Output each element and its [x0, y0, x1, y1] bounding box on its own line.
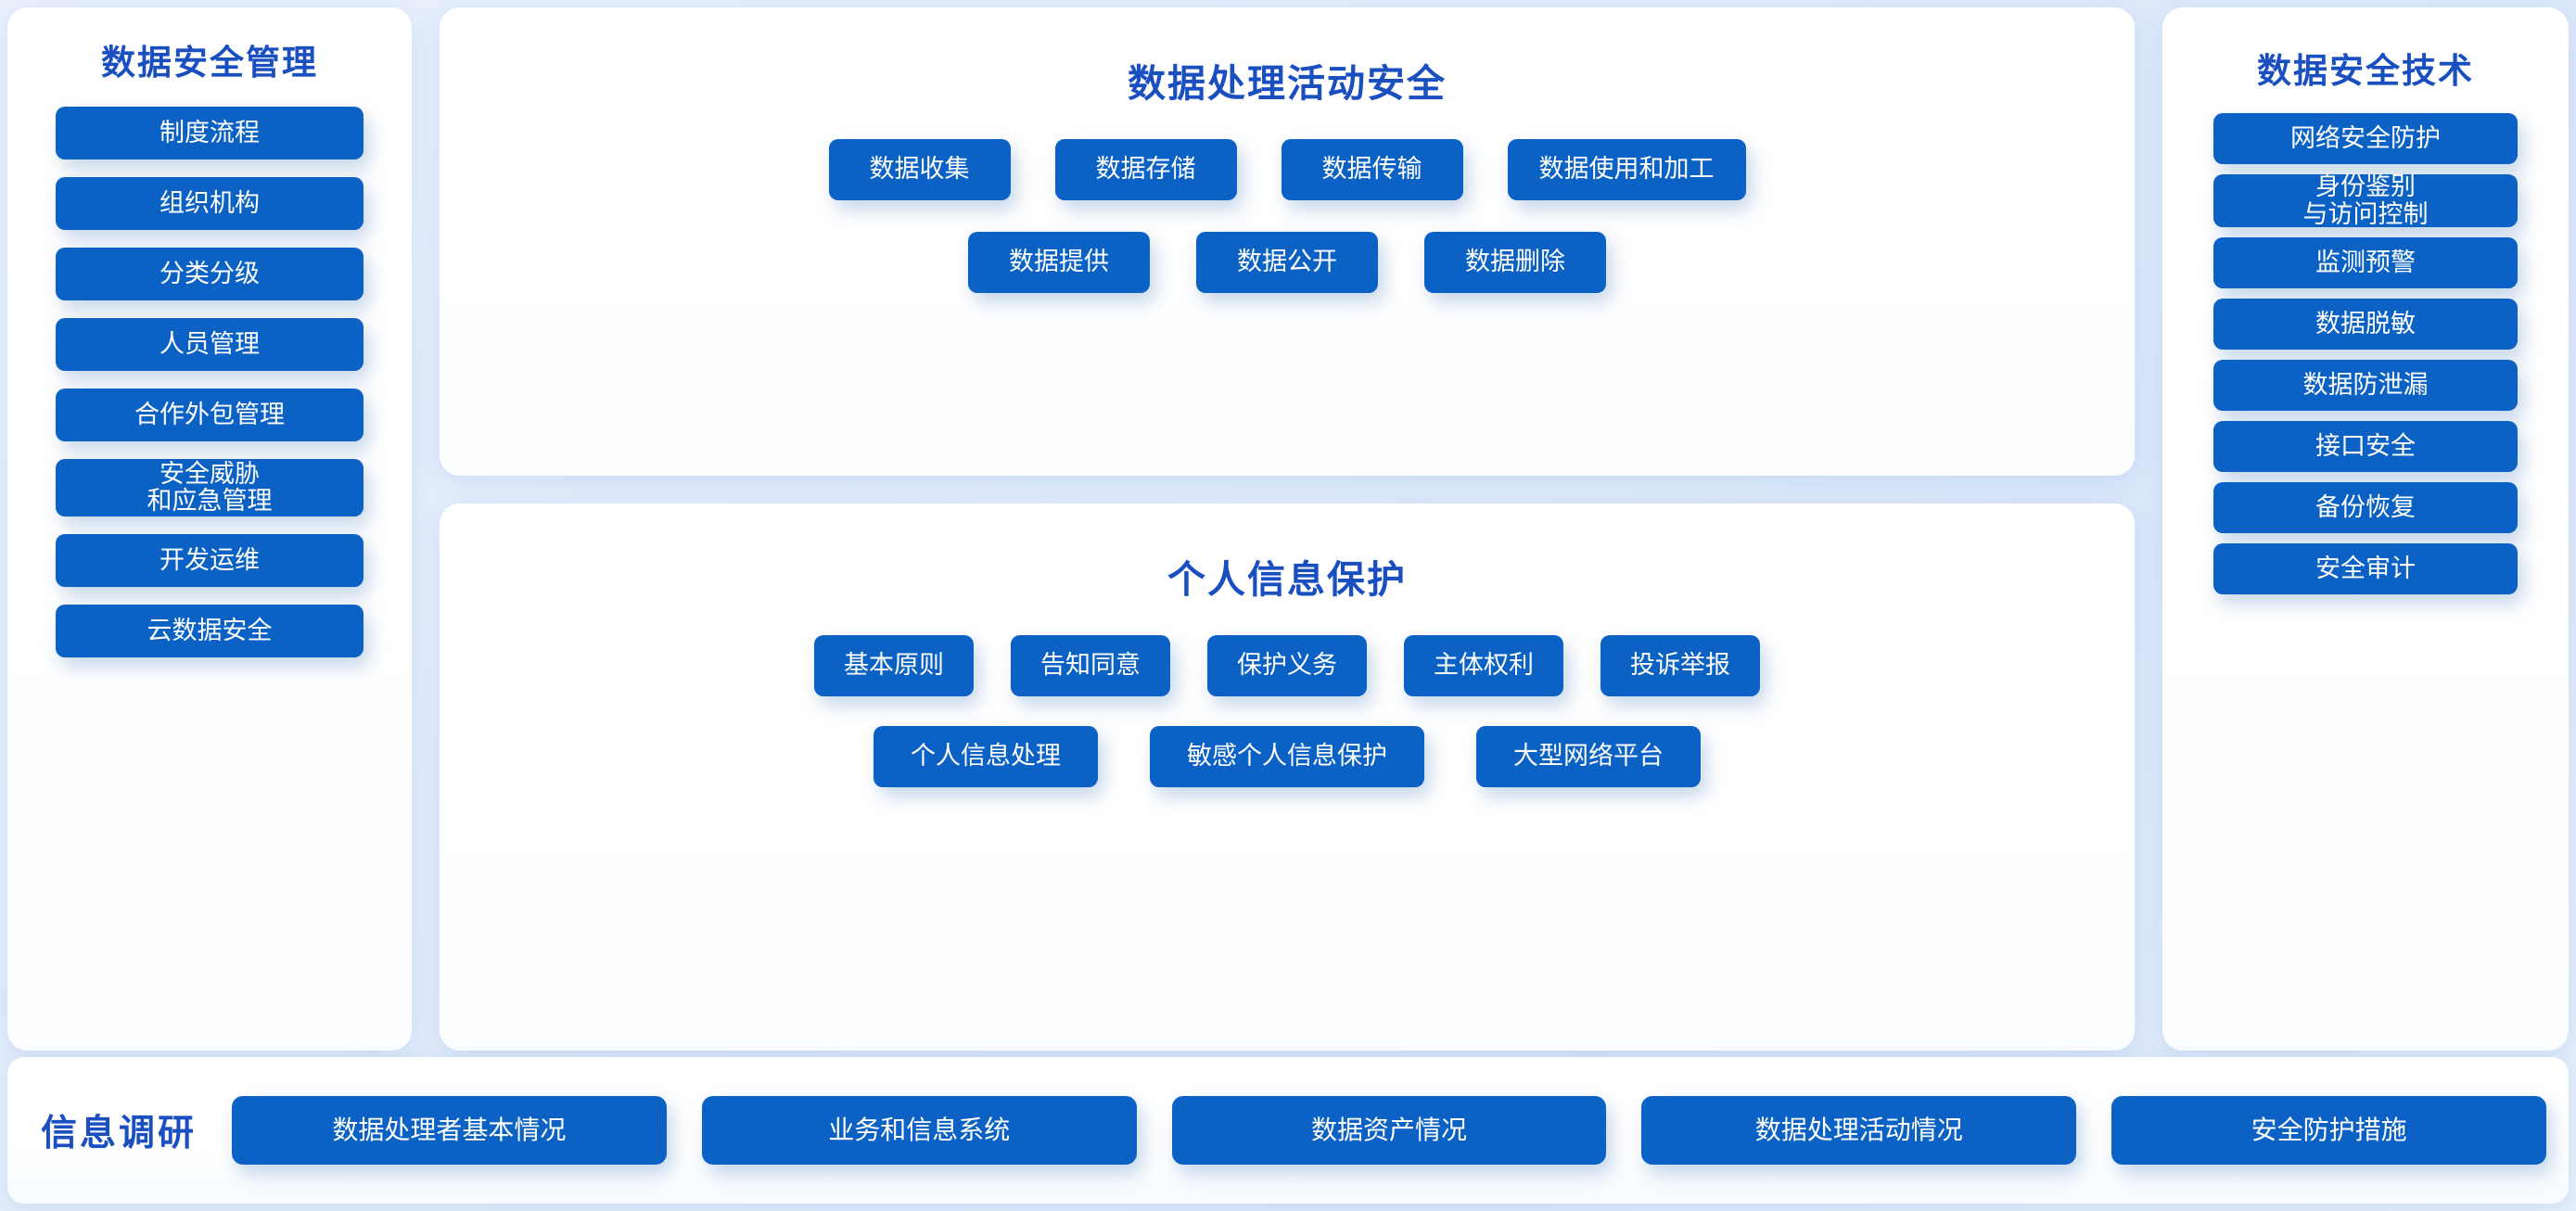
information-survey-bar: 信息调研 数据处理者基本情况 业务和信息系统 数据资产情况 数据处理活动情况 安… [7, 1057, 2569, 1204]
middle-top-panel-title: 数据处理活动安全 [1128, 62, 1447, 105]
right-panel-item-list: 网络安全防护 身份鉴别 与访问控制 监测预警 数据脱敏 数据防泄漏 接口安全 备… [2188, 113, 2543, 594]
left-item-system-process[interactable]: 制度流程 [56, 106, 363, 159]
right-panel-title: 数据安全技术 [2257, 52, 2474, 90]
right-item-identity-line-1: 身份鉴别 [2315, 172, 2416, 201]
chip-data-asset-status[interactable]: 数据资产情况 [1171, 1096, 1607, 1165]
left-item-threat-line-1: 安全威胁 [159, 459, 260, 488]
chip-data-transmission[interactable]: 数据传输 [1281, 139, 1463, 200]
right-item-backup-recovery[interactable]: 备份恢复 [2213, 482, 2518, 533]
chip-personal-information-processing[interactable]: 个人信息处理 [874, 726, 1098, 787]
bottom-bar-title: 信息调研 [41, 1114, 198, 1154]
chip-subject-rights[interactable]: 主体权利 [1404, 635, 1563, 696]
left-panel-item-list: 制度流程 组织机构 分类分级 人员管理 合作外包管理 安全威胁 和应急管理 开发… [35, 106, 384, 657]
right-item-identity-line-2: 与访问控制 [2302, 199, 2429, 228]
data-security-management-panel: 数据安全管理 制度流程 组织机构 分类分级 人员管理 合作外包管理 安全威胁 和… [7, 7, 412, 1051]
right-item-data-desensitization[interactable]: 数据脱敏 [2213, 299, 2518, 350]
left-item-threat-line-2: 和应急管理 [147, 486, 273, 515]
chip-data-provision[interactable]: 数据提供 [968, 232, 1150, 293]
left-item-classification-grading[interactable]: 分类分级 [56, 247, 363, 300]
chip-notice-and-consent[interactable]: 告知同意 [1011, 635, 1170, 696]
left-item-personnel-management[interactable]: 人员管理 [56, 317, 363, 371]
chip-sensitive-personal-information-protection[interactable]: 敏感个人信息保护 [1150, 726, 1424, 787]
left-item-threat-emergency-management[interactable]: 安全威胁 和应急管理 [56, 458, 363, 516]
chip-data-collection[interactable]: 数据收集 [828, 139, 1011, 200]
processing-row-2: 数据提供 数据公开 数据删除 [471, 232, 2103, 293]
left-item-cloud-data-security[interactable]: 云数据安全 [56, 604, 363, 657]
chip-data-disclosure[interactable]: 数据公开 [1196, 232, 1378, 293]
right-item-network-security-protection[interactable]: 网络安全防护 [2213, 113, 2518, 164]
left-panel-title: 数据安全管理 [101, 44, 318, 82]
chip-complaints-reporting[interactable]: 投诉举报 [1600, 635, 1760, 696]
chip-business-and-information-systems[interactable]: 业务和信息系统 [701, 1096, 1137, 1165]
chip-data-storage[interactable]: 数据存储 [1054, 139, 1237, 200]
processing-row-1: 数据收集 数据存储 数据传输 数据使用和加工 [471, 139, 2103, 200]
chip-data-processor-basic-info[interactable]: 数据处理者基本情况 [232, 1096, 667, 1165]
privacy-row-2: 个人信息处理 敏感个人信息保护 大型网络平台 [471, 726, 2103, 787]
left-item-organization[interactable]: 组织机构 [56, 176, 363, 230]
chip-data-deletion[interactable]: 数据删除 [1424, 232, 1606, 293]
middle-bottom-panel-title: 个人信息保护 [1167, 558, 1407, 601]
chip-protection-obligations[interactable]: 保护义务 [1207, 635, 1367, 696]
chip-basic-principles[interactable]: 基本原则 [814, 635, 974, 696]
personal-information-protection-panel: 个人信息保护 基本原则 告知同意 保护义务 主体权利 投诉举报 个人信息处理 敏… [440, 504, 2135, 1051]
chip-data-use-and-processing[interactable]: 数据使用和加工 [1507, 139, 1746, 200]
chip-data-processing-activity-status[interactable]: 数据处理活动情况 [1641, 1096, 2077, 1165]
right-item-identity-and-access-control[interactable]: 身份鉴别 与访问控制 [2213, 172, 2518, 228]
privacy-row-1: 基本原则 告知同意 保护义务 主体权利 投诉举报 [471, 635, 2103, 696]
right-item-interface-security[interactable]: 接口安全 [2213, 421, 2518, 472]
right-item-data-leak-prevention[interactable]: 数据防泄漏 [2213, 360, 2518, 411]
data-processing-activity-security-panel: 数据处理活动安全 数据收集 数据存储 数据传输 数据使用和加工 数据提供 数据公… [440, 7, 2135, 476]
chip-security-protection-measures[interactable]: 安全防护措施 [2111, 1096, 2546, 1165]
data-security-technology-panel: 数据安全技术 网络安全防护 身份鉴别 与访问控制 监测预警 数据脱敏 数据防泄漏… [2162, 7, 2569, 1051]
right-item-monitoring-alerting[interactable]: 监测预警 [2213, 237, 2518, 288]
right-item-security-audit[interactable]: 安全审计 [2213, 543, 2518, 594]
left-item-outsourcing-management[interactable]: 合作外包管理 [56, 388, 363, 441]
chip-large-network-platform[interactable]: 大型网络平台 [1476, 726, 1701, 787]
framework-board: 数据安全管理 制度流程 组织机构 分类分级 人员管理 合作外包管理 安全威胁 和… [7, 7, 2569, 1051]
left-item-devops[interactable]: 开发运维 [56, 533, 363, 587]
middle-column: 数据处理活动安全 数据收集 数据存储 数据传输 数据使用和加工 数据提供 数据公… [440, 7, 2135, 1051]
